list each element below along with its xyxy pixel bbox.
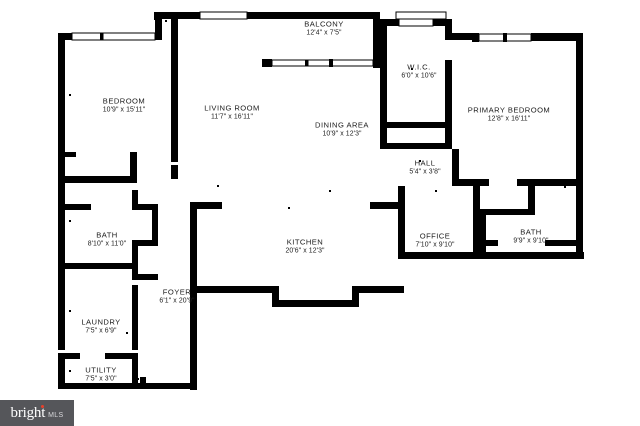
door-primary-south [489,179,517,186]
wall-bedroom-left-lower [58,152,65,184]
wall-utility-east [132,353,138,389]
wall-bath-left-east-upper [152,204,158,246]
wall-laundry-east [132,285,138,350]
wall-foyer-south [160,383,196,389]
wall-bedroom-closet-bottom [58,176,134,183]
wall-living-room-west-upper [155,12,162,40]
wall-balcony-east [373,12,380,60]
wall-kitchen-south-b [272,300,358,307]
window-living-room-north [199,11,248,20]
wall-office-nw-stub [370,202,405,209]
wall-kitchen-south-step2 [352,286,359,307]
wall-foyer-east [190,202,197,390]
wall-bedroom-livingroom-divider [171,19,178,162]
wall-kitchen-nw-stub [190,202,222,209]
wall-bath-left-north-return [132,190,138,210]
wall-kitchen-south-a [190,286,276,293]
wall-primary-south [452,179,583,186]
wall-bath-left-north-a [58,204,91,210]
wall-primary-north-step [445,33,472,40]
wall-bath-right-north-a [486,209,528,215]
wall-foyer-jog-bottom [132,274,158,280]
wall-primary-west-lower [452,149,459,186]
wall-wic-west-lower [380,60,387,145]
wall-bath-left-south [58,263,138,269]
wall-utility-south [58,383,146,389]
wall-dining-ne-stub [373,60,380,68]
wall-bath-left-south-jog [132,240,158,246]
wall-utility-southeast-return [140,377,146,389]
wall-wic-north-east-return [445,19,452,39]
wall-balcony-north [247,12,380,19]
window-balcony-south-b [331,59,374,67]
wall-office-south [398,252,584,259]
window-balcony-south-a [271,59,333,67]
wall-bath-right-east [576,186,583,259]
wall-foyer-west-upper [132,240,138,280]
wall-bath-left-north-b [132,204,158,210]
wall-utility-south-step [138,383,160,389]
wall-wic-south [387,122,445,128]
wall-bath-right-west-lower [479,209,486,253]
window-bedroom-north [71,32,156,41]
wall-hall-north [380,143,452,149]
wall-tick-marks [69,20,580,380]
wall-bedroom-closet-top-stub [58,152,76,157]
wall-kitchen-south-c [352,286,404,293]
watermark-brand-text: bright [10,404,46,421]
wall-office-west [398,186,405,258]
watermark-accent-dot-icon [41,404,45,408]
wall-utility-west [58,353,65,389]
wall-primary-north-right [531,33,583,41]
wall-primary-east [576,33,583,179]
window-mullion-bedroom-north [100,33,104,40]
walls-group [58,11,584,390]
wall-bedroom-left [58,33,65,179]
wall-kitchen-south-step1 [272,286,279,306]
window-wic-north [398,18,434,27]
watermark-inner: bright MLS [10,404,64,421]
wall-bath-right-south-stub [545,240,583,246]
wall-bedroom-closet-right [130,152,137,183]
watermark-suffix-text: MLS [48,411,64,419]
wall-bath-right-north-return [528,186,535,215]
wall-wic-east [445,60,452,144]
wall-primary-north-left-stub [472,33,479,42]
wall-bedroom-top-left-stub [58,33,72,40]
window-mullion-primary-north [503,33,507,42]
wall-bath-left-west [58,180,65,288]
wall-laundry-south-right [105,353,138,359]
wall-laundry-south-left [58,353,80,359]
wall-bedroom-divider-lower [171,165,178,179]
wall-balcony-south-left-stub [262,59,272,67]
window-balcony-north-right [395,11,447,20]
wall-hall-west-stub [380,136,387,149]
wall-laundry-west [58,263,65,350]
wall-balcony-west-top [154,12,161,20]
bright-mls-watermark: bright MLS [0,400,74,426]
window-mullion-balcony-a [305,60,309,66]
window-mullion-balcony-b [329,59,333,67]
wall-wic-west-upper [380,19,387,67]
wall-office-nw-corner [370,202,377,209]
